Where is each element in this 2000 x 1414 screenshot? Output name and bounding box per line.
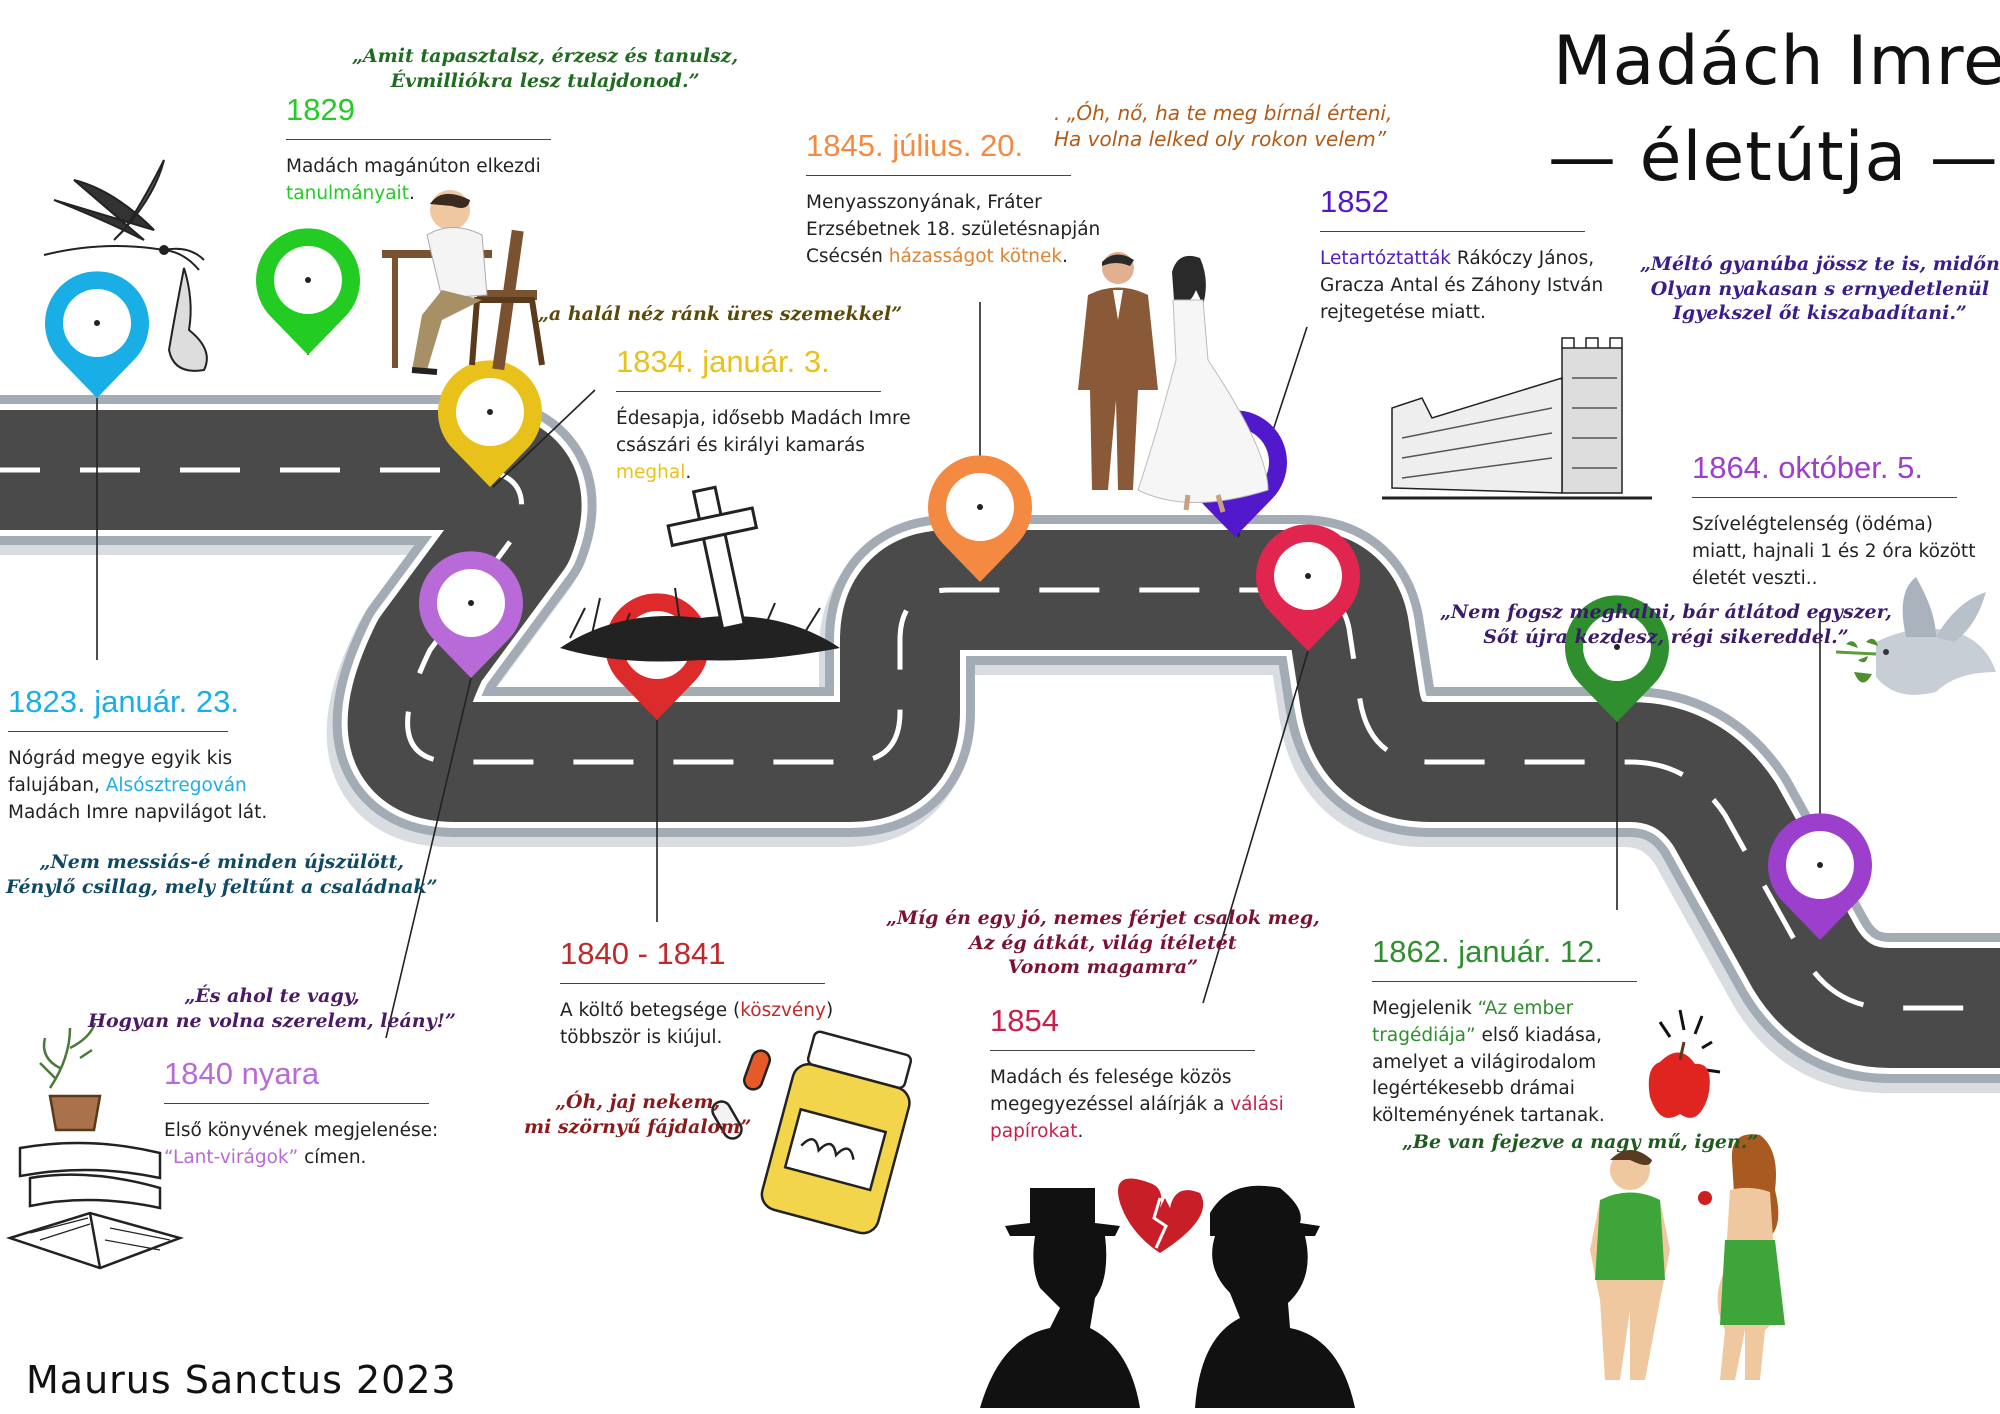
silhouettes-broken-heart-icon <box>980 1178 1355 1408</box>
event-description: Menyasszonyának, Fráter Erzsébetnek 18. … <box>806 192 1101 267</box>
quote-1823: „Nem messiás-é minden újszülött, Fénylő … <box>6 851 438 898</box>
event-description: Madách magánúton elkezdi tanulmányait. <box>286 156 541 204</box>
event-1852: 1852 Letartóztatták Rákóczy János, Gracz… <box>1320 186 1620 326</box>
quote-1845: . „Óh, nő, ha te meg bírnál érteni, Ha v… <box>1054 101 1393 151</box>
event-date: 1854 <box>990 1005 1255 1051</box>
apple-icon <box>1648 1009 1721 1118</box>
pin-1854 <box>1256 524 1360 651</box>
event-1834: 1834. január. 3. Édesapja, idősebb Madác… <box>616 346 916 486</box>
event-description: Nógrád megye egyik kis falujában, Alsósz… <box>8 748 268 823</box>
pin-1845 <box>927 455 1032 582</box>
dove-icon <box>1835 577 1996 695</box>
event-1840-nyara: 1840 nyara Első könyvének megjelenése: “… <box>164 1058 464 1172</box>
event-date: 1864. október. 5. <box>1692 452 1957 498</box>
event-date: 1840 nyara <box>164 1058 429 1104</box>
event-1864: 1864. október. 5. Szívelégtelenség (ödém… <box>1692 452 1992 592</box>
event-date: 1862. január. 12. <box>1372 936 1637 982</box>
stork-icon <box>43 159 208 372</box>
quote-1834: „a halál néz ránk üres szemekkel” <box>538 303 903 325</box>
quote-1854: „Míg én egy jó, nemes férjet csalok meg,… <box>886 907 1320 979</box>
pin-dot <box>1305 573 1311 579</box>
event-1845: 1845. július. 20. Menyasszonyának, Fráte… <box>806 130 1106 270</box>
pin-dot <box>468 600 474 606</box>
quote-1864: „Nem fogsz meghalni, bár átlátod egyszer… <box>1440 601 1892 648</box>
event-date: 1852 <box>1320 186 1585 232</box>
pin-dot <box>977 504 983 510</box>
pin-1823 <box>45 271 150 398</box>
page-subtitle: — életútja — <box>1548 118 1999 197</box>
event-1840-1841: 1840 - 1841 A költő betegsége (köszvény)… <box>560 938 860 1052</box>
event-date: 1845. július. 20. <box>806 130 1071 176</box>
grave-cross-icon <box>560 485 840 662</box>
pin-1834 <box>438 360 542 487</box>
pin-1864 <box>1768 813 1872 940</box>
author-signature: Maurus Sanctus 2023 <box>26 1358 457 1402</box>
event-1862: 1862. január. 12. Megjelenik “Az ember t… <box>1372 936 1672 1130</box>
event-description: Édesapja, idősebb Madách Imre császári é… <box>616 408 911 483</box>
event-description: A költő betegsége (köszvény) többször is… <box>560 1000 834 1048</box>
pin-dot <box>94 320 100 326</box>
quote-1862: „Be van fejezve a nagy mű, igen.” <box>1402 1131 1759 1153</box>
books-plant-icon <box>5 1022 185 1270</box>
event-description: Szívelégtelenség (ödéma) miatt, hajnali … <box>1692 514 1976 589</box>
quote-1829: „Amit tapasztalsz, érzesz és tanulsz, Év… <box>352 45 739 92</box>
page-title: Madách Imre <box>1553 22 2000 101</box>
event-date: 1840 - 1841 <box>560 938 825 984</box>
event-description: Megjelenik “Az ember tragédiája” első ki… <box>1372 998 1605 1127</box>
quote-1840-nyara: „És ahol te vagy, Hogyan ne volna szerel… <box>88 985 456 1032</box>
quote-1852: „Méltó gyanúba jössz te is, midőn Olyan … <box>1640 253 2000 325</box>
pin-dot <box>1614 644 1620 650</box>
event-date: 1834. január. 3. <box>616 346 881 392</box>
event-date: 1829 <box>286 94 551 140</box>
event-description: Madách és felesége közös megegyezéssel a… <box>990 1067 1284 1142</box>
quote-1840-1841: „Óh, jaj nekem, mi szörnyű fájdalom” <box>524 1091 752 1138</box>
student-writing-icon <box>382 190 545 375</box>
pin-1862 <box>1565 595 1670 722</box>
event-description: Letartóztatták Rákóczy János, Gracza Ant… <box>1320 248 1604 323</box>
pin-dot <box>1817 862 1823 868</box>
event-1829: 1829 Madách magánúton elkezdi tanulmánya… <box>286 94 586 208</box>
pin-dot <box>487 409 493 415</box>
event-date: 1823. január. 23. <box>8 686 239 732</box>
pin-dot <box>305 277 311 283</box>
event-1854: 1854 Madách és felesége közös megegyezés… <box>990 1005 1290 1145</box>
event-description: Első könyvének megjelenése: “Lant-virágo… <box>164 1120 439 1168</box>
pin-1829 <box>256 228 361 355</box>
castle-icon <box>1382 337 1652 500</box>
wedding-couple-icon <box>1078 252 1269 513</box>
event-1823: 1823. január. 23. Nógrád megye egyik kis… <box>8 686 308 826</box>
pin-1840n <box>419 551 523 678</box>
pills-bottle-icon <box>711 1030 913 1235</box>
adam-eve-icon <box>1590 1134 1785 1380</box>
